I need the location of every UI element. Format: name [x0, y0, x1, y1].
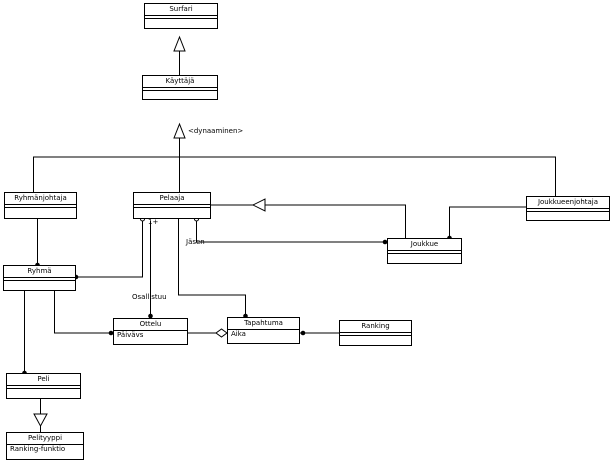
class-name: Joukkueenjohtaja [537, 198, 599, 206]
class-name: Tapahtuma [244, 319, 283, 327]
class-name: Ottelu [139, 320, 162, 328]
gen-branch-ryhmanjohtaja [33, 156, 556, 196]
dot-ottelu-top [148, 313, 153, 319]
class-name: Ryhmänjohtaja [14, 194, 67, 202]
label-osallistuu: Osallistuu [132, 293, 167, 301]
dot-joukkue-left [382, 239, 388, 245]
gen-arrow-pelaaja [251, 198, 266, 212]
assoc-jasen [196, 221, 385, 243]
label-jasen: Jäsen [186, 238, 205, 246]
gen-branch-joukkue [265, 204, 406, 238]
class-attribute: Päivävs [114, 330, 187, 340]
dot-ranking-left [300, 330, 306, 336]
assoc-ryhma-ottelu [54, 291, 111, 334]
class-ryhmanjohtaja[interactable]: Ryhmänjohtaja [4, 192, 77, 219]
class-joukkue[interactable]: Joukkue [387, 238, 462, 264]
class-pelityyppi[interactable]: Pelityyppi Ranking-funktio [6, 432, 84, 460]
class-name: Pelityyppi [27, 434, 63, 442]
class-ottelu[interactable]: Ottelu Päivävs [113, 318, 188, 345]
class-name: Peli [37, 375, 50, 383]
label-multiplicity: 1+ [148, 218, 159, 226]
class-name: Ryhmä [27, 267, 52, 275]
class-peli[interactable]: Peli [6, 373, 81, 399]
class-pelaaja[interactable]: Pelaaja [133, 192, 211, 219]
label-dynaaminen: <dynaaminen> [188, 127, 244, 135]
class-attribute: Ranking-funktio [7, 444, 83, 454]
assoc-pelaaja-tapahtuma [178, 219, 246, 316]
class-name: Käyttäjä [165, 77, 195, 85]
class-kayttaja[interactable]: Käyttäjä [142, 75, 218, 100]
class-surfari[interactable]: Surfari [144, 3, 218, 29]
assoc-joukkueenjohtaja-joukkue [449, 206, 526, 238]
class-ranking[interactable]: Ranking [339, 320, 412, 346]
assoc-pelaaja-ryhma [76, 219, 143, 278]
dot-ottelu-left [108, 330, 114, 336]
class-joukkueenjohtaja[interactable]: Joukkueenjohtaja [526, 196, 610, 221]
class-name: Joukkue [410, 240, 439, 248]
aggregation-diamond [215, 328, 228, 338]
arrow-pelityyppi [33, 413, 48, 428]
gen-arrow-surfari [173, 35, 186, 52]
class-tapahtuma[interactable]: Tapahtuma Aika [227, 317, 300, 344]
class-attribute: Aika [228, 329, 299, 339]
class-name: Surfari [169, 5, 193, 13]
class-ryhma[interactable]: Ryhmä [3, 265, 76, 291]
class-name: Pelaaja [159, 194, 185, 202]
class-name: Ranking [361, 322, 390, 330]
gen-arrow-kayttaja [173, 122, 186, 139]
